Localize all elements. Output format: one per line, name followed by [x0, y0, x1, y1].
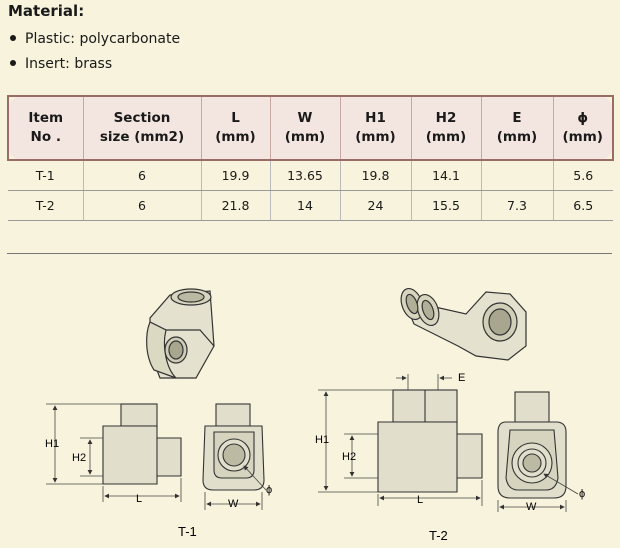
cell-l: 19.9: [200, 160, 270, 191]
header-h1: H1(mm): [339, 95, 411, 161]
material-list: Plastic: polycarbonate Insert: brass: [8, 27, 180, 77]
t1-caption: T-1: [178, 524, 197, 539]
t2-phi-label: ϕ: [579, 488, 585, 500]
bullet-icon: [10, 60, 16, 66]
t2-isometric-icon: [400, 287, 527, 361]
material-item-text: Plastic: polycarbonate: [25, 31, 181, 47]
t2-w-label: W: [526, 501, 537, 513]
cell-phi: 5.6: [552, 160, 613, 191]
t1-side-view-icon: [102, 403, 182, 485]
t1-isometric-icon: [146, 288, 215, 379]
t1-h1-label: H1: [45, 438, 59, 450]
header-h2: H2(mm): [410, 95, 481, 161]
t1-front-view-icon: [202, 403, 265, 491]
t1-front-dimensions: [204, 465, 267, 510]
t2-side-view-icon: [377, 389, 483, 493]
t2-caption: T-2: [429, 528, 448, 543]
cell-e: 7.3: [480, 190, 553, 221]
t1-h2-label: H2: [72, 452, 86, 464]
material-title: Material:: [8, 2, 85, 20]
material-item: Insert: brass: [8, 52, 180, 77]
bullet-icon: [10, 35, 16, 41]
header-l: L(mm): [200, 95, 270, 161]
t1-l-label: L: [136, 493, 142, 505]
cell-w: 14: [269, 190, 340, 221]
table-row: T-1 6 19.9 13.65 19.8 14.1 5.6: [8, 160, 613, 191]
t2-l-label: L: [417, 494, 423, 506]
connector-drawings: H1 H2 L W ϕ T-1 E H1 H: [45, 287, 585, 543]
t1-dimensions: [46, 403, 182, 502]
t2-front-view-icon: [497, 391, 567, 499]
t2-h2-label: H2: [342, 451, 356, 463]
table-row: T-2 6 21.8 14 24 15.5 7.3 6.5: [8, 190, 613, 221]
t1-w-label: W: [228, 498, 239, 510]
cell-e: [480, 160, 553, 191]
material-item: Plastic: polycarbonate: [8, 27, 180, 52]
cell-h2: 15.5: [410, 190, 481, 221]
cell-h1: 24: [339, 190, 411, 221]
header-e: E(mm): [480, 95, 553, 161]
cell-item: T-1: [8, 160, 83, 191]
t2-e-label: E: [458, 372, 465, 384]
cell-section: 6: [82, 190, 201, 221]
material-item-text: Insert: brass: [25, 56, 113, 72]
t2-dimensions: [318, 374, 483, 506]
t1-phi-label: ϕ: [266, 484, 272, 496]
cell-l: 21.8: [200, 190, 270, 221]
cell-phi: 6.5: [552, 190, 613, 221]
cell-h1: 19.8: [339, 160, 411, 191]
cell-w: 13.65: [269, 160, 340, 191]
divider-line: [7, 253, 612, 254]
t2-h1-label: H1: [315, 434, 329, 446]
header-w: W(mm): [269, 95, 340, 161]
cell-section: 6: [82, 160, 201, 191]
header-phi: ϕ(mm): [552, 95, 614, 161]
t2-front-dimensions: [497, 473, 579, 512]
cell-h2: 14.1: [410, 160, 481, 191]
cell-item: T-2: [8, 190, 83, 221]
